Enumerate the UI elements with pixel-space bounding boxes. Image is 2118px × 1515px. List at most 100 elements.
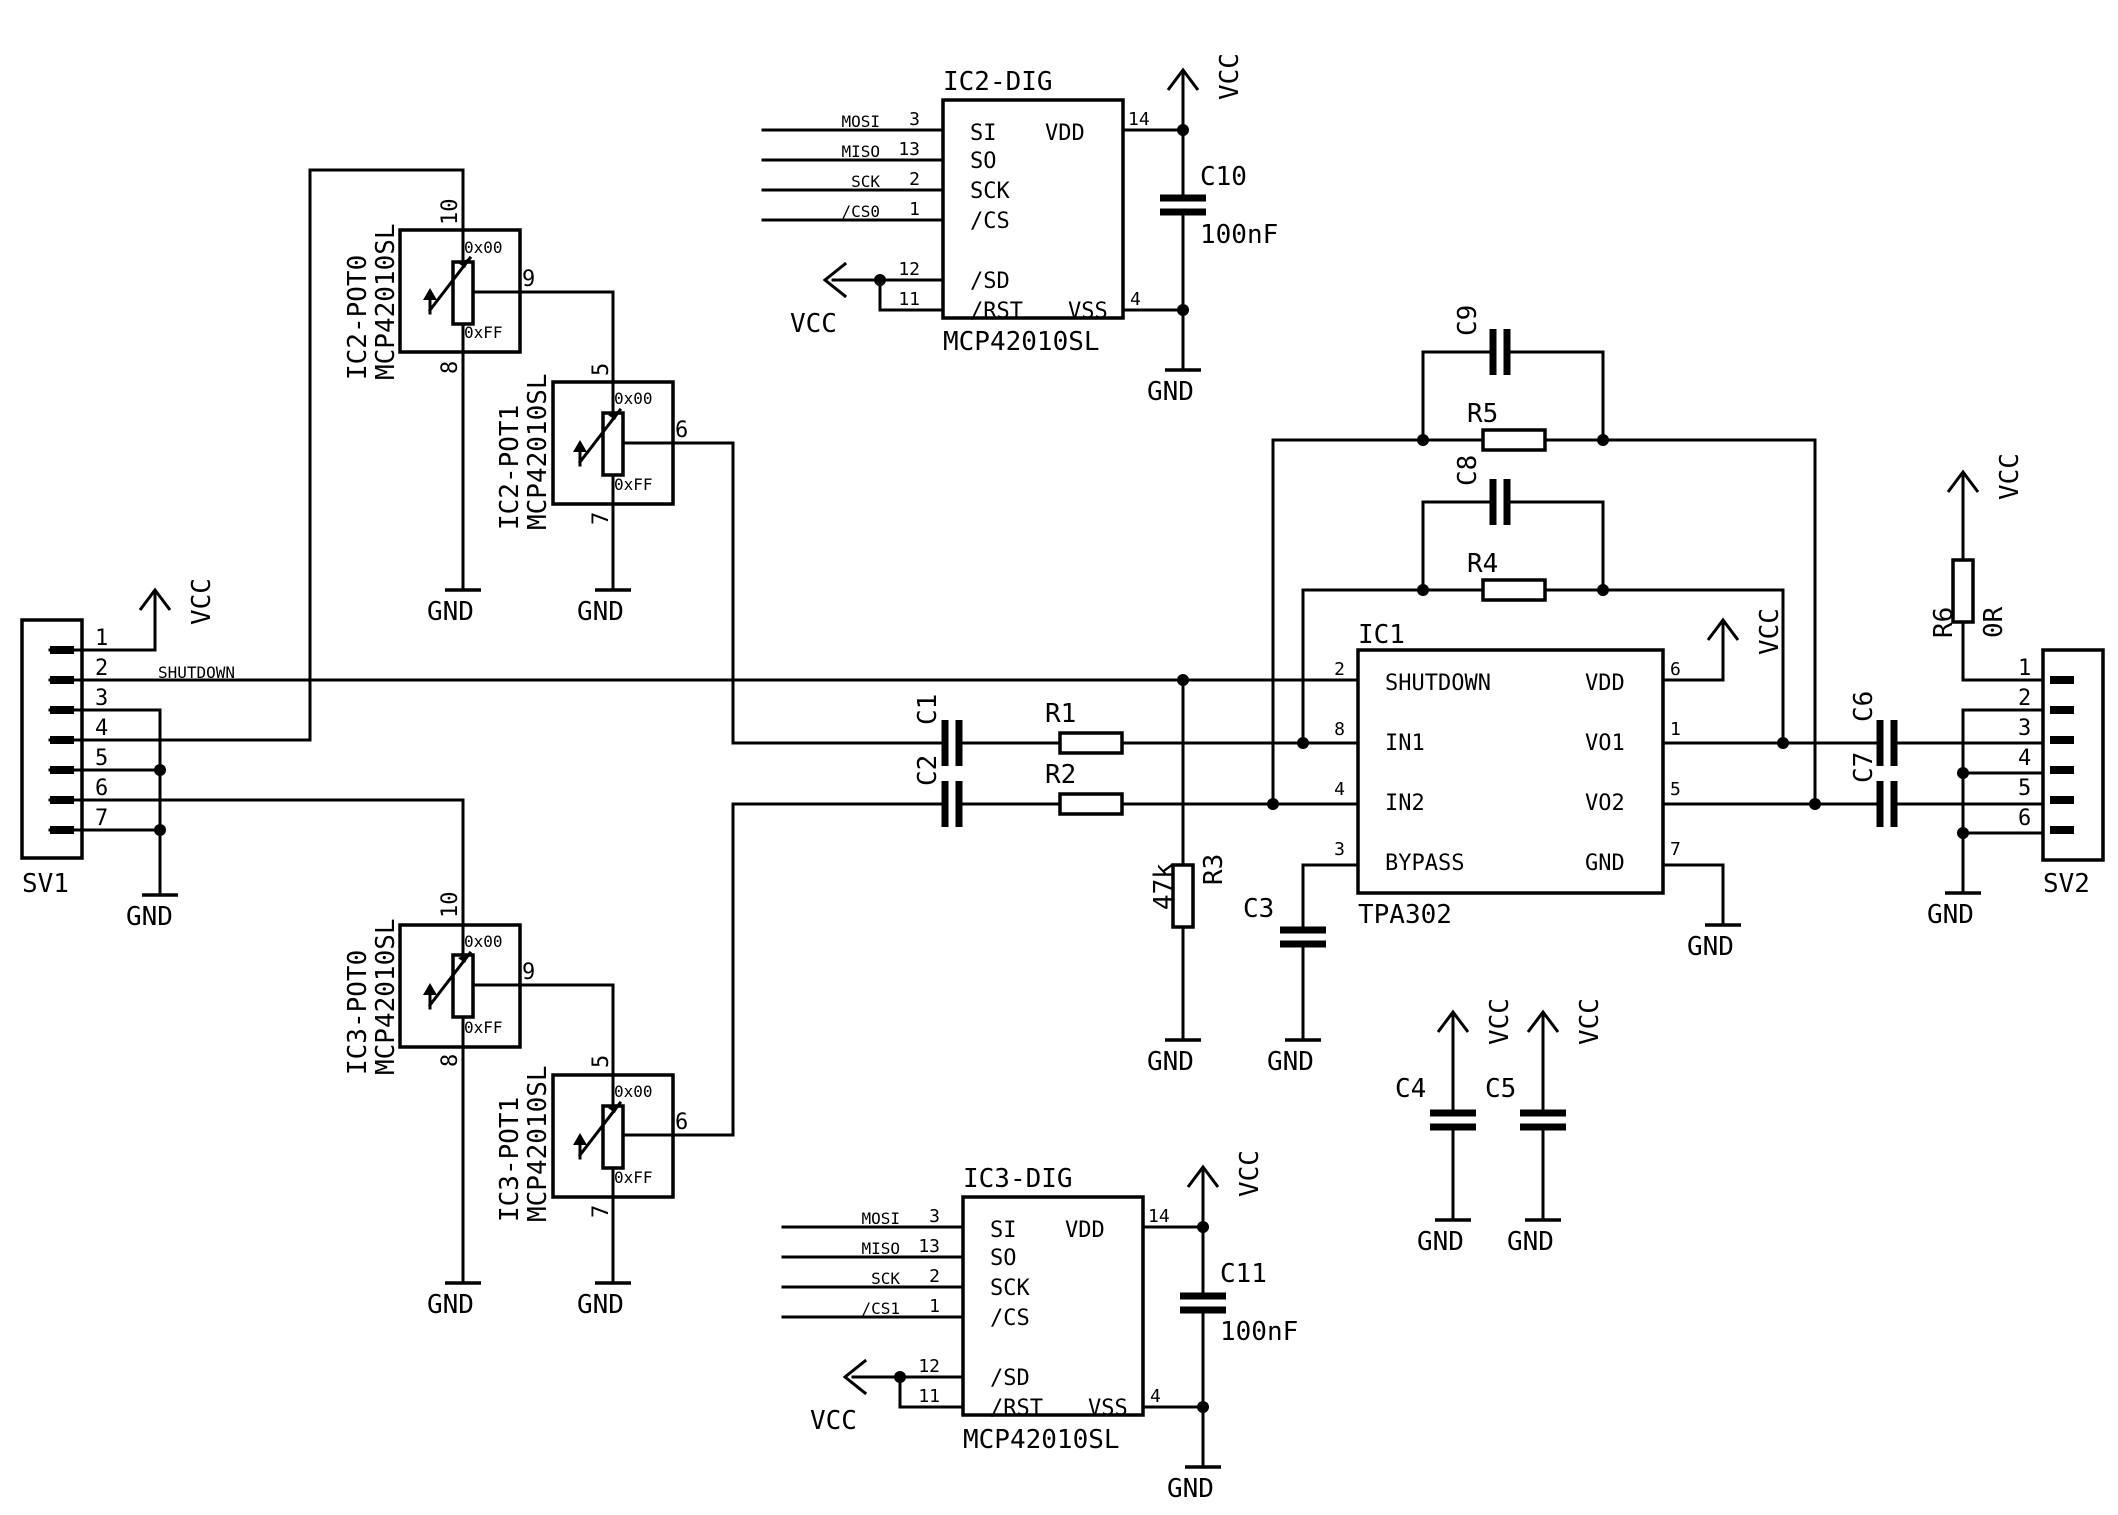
ic3-net-mosi: MOSI: [861, 1209, 900, 1228]
ic1-pin-vdd: VDD: [1585, 671, 1625, 696]
ic2-dig-pn-11: 11: [898, 289, 920, 310]
ic1-pn-3: 3: [1334, 839, 1345, 860]
ic1-pn-5: 5: [1670, 779, 1681, 800]
ic3-dig-pin-si: SI: [990, 1218, 1017, 1243]
ic3-dig-part: MCP42010SL: [963, 1425, 1120, 1455]
ic2-dig-pn-2: 2: [909, 169, 920, 190]
ic3-pot1: 0x00 0xFF 5 7 6 IC3-POT1 MCP42010SL GND: [495, 802, 735, 1320]
gnd-label-r3: GND: [1147, 1047, 1194, 1077]
ic3-pot1-top: 0x00: [614, 1082, 653, 1101]
ic2-dig-vdd: VDD: [1045, 121, 1085, 146]
ic1-pn-6: 6: [1670, 659, 1681, 680]
ic2-pot0-part: MCP42010SL: [371, 223, 401, 380]
r6-label: R6: [1929, 607, 1959, 638]
gnd-label-c4: GND: [1417, 1227, 1464, 1257]
ic3-pot0-part: MCP42010SL: [371, 918, 401, 1075]
ic3-dig-vdd: VDD: [1065, 1218, 1105, 1243]
ic3-pot0-pin-a: 10: [438, 892, 463, 919]
ic3-pot0-top: 0x00: [464, 932, 503, 951]
ic1-pn-1: 1: [1670, 719, 1681, 740]
ic2-pot0-pin-a: 10: [438, 199, 463, 226]
ic3-dig-pn-13: 13: [918, 1236, 940, 1257]
sv1-connector: 1 2 3 4 5 6 7 SV1 SHUTDOWN: [20, 618, 235, 899]
sv2-pin-4: 4: [2018, 746, 2031, 771]
c5-label: C5: [1485, 1074, 1516, 1104]
vcc-label-ic2-vdd: VCC: [1215, 53, 1245, 100]
ic1-pin-bypass: BYPASS: [1385, 851, 1464, 876]
sv2-pin-2: 2: [2018, 686, 2031, 711]
ic1-pin-in2: IN2: [1385, 791, 1425, 816]
ic3-pot1-part: MCP42010SL: [523, 1065, 553, 1222]
ic1-pin-vo1: VO1: [1585, 731, 1625, 756]
ic1-part: TPA302: [1358, 900, 1452, 930]
vcc-label-ic1: VCC: [1755, 608, 1785, 655]
sv1-pin-4: 4: [95, 716, 108, 741]
ic2-pot1: 0x00 0xFF 5 7 6 IC2-POT1 MCP42010SL GND: [495, 363, 735, 745]
ic2-net-miso: MISO: [841, 142, 880, 161]
vcc-symbol-sv1: [138, 588, 172, 650]
ic3-dig-pn-3: 3: [929, 1206, 940, 1227]
r3-value: 47k: [1149, 863, 1179, 910]
gnd-label-c3: GND: [1267, 1047, 1314, 1077]
sv1-pin-3: 3: [95, 686, 108, 711]
ic1-pin-vo2: VO2: [1585, 791, 1625, 816]
ic3-pot1-pin-w: 6: [675, 1110, 688, 1135]
ic2-pot1-top: 0x00: [614, 389, 653, 408]
ic3-dig-pin-so: SO: [990, 1246, 1017, 1271]
ic2-pot1-name: IC2-POT1: [495, 405, 525, 530]
ic2-dig-vss: VSS: [1068, 299, 1108, 324]
ic2-dig-pn-1: 1: [909, 199, 920, 220]
ic3-dig-pin-sd: /SD: [990, 1366, 1030, 1391]
sv2-connector: 1 2 3 4 5 6 SV2: [2018, 648, 2105, 899]
ic3-net-cs1: /CS1: [861, 1299, 900, 1318]
ic2-dig-pn-3: 3: [909, 109, 920, 130]
gnd-label-ic1: GND: [1687, 932, 1734, 962]
ic1-outputs: VCC C6 C7 GND GND C3: [1243, 608, 2045, 1077]
ic2-dig-pn-14: 14: [1128, 109, 1150, 130]
gnd-label-ic3-dig: GND: [1167, 1474, 1214, 1504]
ic3-dig-pn-12: 12: [918, 1356, 940, 1377]
ic2-pot0: 0x00 0xFF 10 8 9 IC2-POT0 MCP42010SL GND: [343, 199, 615, 627]
ic3-pot0: 0x00 0xFF 10 8 9 IC3-POT0 MCP42010SL GND: [343, 892, 615, 1320]
ic3-dig-pn-1: 1: [929, 1296, 940, 1317]
ic2-pot1-part: MCP42010SL: [523, 373, 553, 530]
r3-label: R3: [1199, 854, 1229, 885]
gnd-label-ic3-pot0: GND: [427, 1290, 474, 1320]
ic1-pin-gnd: GND: [1585, 851, 1625, 876]
gnd-label-ic2-pot1: GND: [577, 597, 624, 627]
ic2-pot0-pin-w: 9: [522, 267, 535, 292]
ic2-dig: IC2-DIG MCP42010SL SI SO SCK /CS /SD /RS…: [761, 53, 1278, 407]
decoupling-caps: VCC C4 GND VCC C5 GND: [1395, 998, 1605, 1257]
ic1-tpa302: IC1 TPA302 SHUTDOWN IN1 IN2 BYPASS VDD V…: [1334, 620, 1681, 930]
ic3-pot1-name: IC3-POT1: [495, 1097, 525, 1222]
r5-label: R5: [1467, 399, 1498, 429]
c11-value: 100nF: [1220, 1317, 1298, 1347]
ic1-pin-in1: IN1: [1385, 731, 1425, 756]
feedback-network: C9 R5 C8 R4: [1267, 305, 1817, 810]
ic1-pn-8: 8: [1334, 719, 1345, 740]
ic2-dig-pin-rst: /RST: [970, 299, 1023, 324]
r4-label: R4: [1467, 549, 1498, 579]
ic1-pn-2: 2: [1334, 659, 1345, 680]
ic3-dig-pin-cs: /CS: [990, 1306, 1030, 1331]
c1-label: C1: [913, 694, 943, 725]
gnd-label-ic3-pot1: GND: [577, 1290, 624, 1320]
sv1-pin-7: 7: [95, 806, 108, 831]
ic2-dig-pn-12: 12: [898, 259, 920, 280]
c9-label: C9: [1453, 305, 1483, 336]
sv2-pin-1: 1: [2018, 656, 2031, 681]
sv1-pin-1: 1: [95, 626, 108, 651]
sv1-wires: VCC GND: [80, 168, 1342, 932]
ic3-dig: IC3-DIG MCP42010SL SI SO SCK /CS /SD /RS…: [781, 1150, 1298, 1504]
sv2-pin-5: 5: [2018, 776, 2031, 801]
ic2-pot1-pin-w: 6: [675, 418, 688, 443]
c8-label: C8: [1453, 455, 1483, 486]
ic2-net-sck: SCK: [851, 172, 880, 191]
ic3-pot0-pin-b: 8: [438, 1054, 463, 1067]
c10-label: C10: [1200, 162, 1247, 192]
ic2-net-cs0: /CS0: [841, 202, 880, 221]
sv1-label: SV1: [22, 869, 69, 899]
vcc-label-c4: VCC: [1485, 998, 1515, 1045]
ic3-dig-pn-4: 4: [1150, 1386, 1161, 1407]
